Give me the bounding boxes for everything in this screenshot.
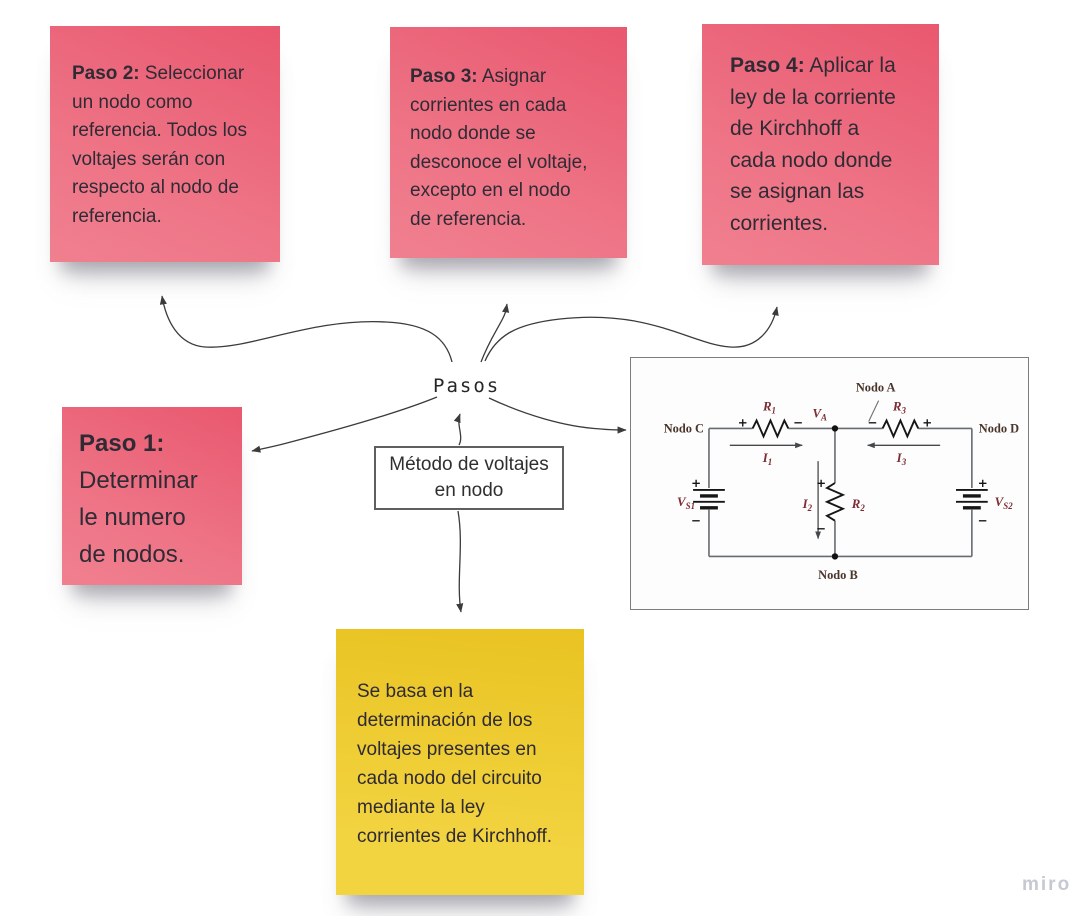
connector-methodbox-to-pasos[interactable]: [453, 413, 462, 446]
label-r2: R2: [851, 497, 866, 513]
method-box[interactable]: Método de voltajes en nodo: [374, 446, 564, 510]
miro-watermark: miro: [1022, 874, 1072, 895]
sticky-note-paso2-text: Paso 2: Seleccionar un nodo como referen…: [72, 63, 247, 227]
resistor-r3: [881, 418, 920, 439]
battery-vs1: [693, 489, 725, 510]
r1-plus-sign: +: [738, 415, 748, 429]
label-va: VA: [812, 407, 827, 423]
r2-plus-sign: +: [816, 476, 826, 490]
label-vs1: VS1: [677, 495, 695, 511]
r3-plus-sign: +: [922, 415, 932, 429]
sticky-note-paso4[interactable]: Paso 4: Aplicar la ley de la corriente d…: [702, 24, 939, 265]
label-nodo-b: Nodo B: [818, 568, 858, 582]
vs1-plus-sign: +: [691, 476, 701, 490]
sticky-note-paso3[interactable]: Paso 3: Asignar corrientes en cada nodo …: [390, 27, 627, 258]
label-r1: R1: [762, 400, 776, 416]
sticky-note-paso1-text: Paso 1:Determinar le numero de nodos.: [79, 430, 198, 568]
resistor-r2: [824, 482, 846, 522]
sticky-note-paso1[interactable]: Paso 1:Determinar le numero de nodos.: [62, 407, 242, 585]
node-a-pointer-line: [868, 400, 880, 422]
sticky-note-paso4-text: Paso 4: Aplicar la ley de la corriente d…: [730, 54, 896, 235]
vs1-minus-sign: −: [691, 514, 701, 528]
sticky-note-concept-text: Se basa en la determinación de los volta…: [357, 681, 553, 847]
sticky-note-paso3-text: Paso 3: Asignar corrientes en cada nodo …: [410, 66, 588, 230]
label-nodo-a: Nodo A: [856, 381, 896, 395]
label-nodo-c: Nodo C: [664, 421, 704, 435]
label-vs2: VS2: [995, 495, 1014, 511]
label-i3: I3: [896, 451, 907, 467]
r3-minus-sign: −: [868, 415, 878, 429]
sticky-note-concept[interactable]: Se basa en la determinación de los volta…: [336, 629, 584, 895]
node-a-dot: [831, 425, 839, 432]
vs2-plus-sign: +: [978, 476, 988, 490]
connector-methodbox-to-concept-note[interactable]: [456, 510, 464, 613]
sticky-note-paso2[interactable]: Paso 2: Seleccionar un nodo como referen…: [50, 26, 280, 262]
connector-pasos-to-circuit-image[interactable]: [488, 397, 627, 434]
battery-vs2: [955, 489, 988, 510]
connector-pasos-to-paso3[interactable]: [480, 303, 510, 363]
connector-pasos-to-paso4[interactable]: [484, 306, 779, 362]
label-i1: I1: [762, 451, 772, 467]
resistor-r1: [751, 418, 790, 439]
label-r3: R3: [892, 400, 907, 416]
node-b-dot: [831, 553, 839, 560]
label-nodo-d: Nodo D: [979, 421, 1019, 435]
r2-minus-sign: −: [816, 522, 826, 536]
r1-minus-sign: −: [793, 415, 803, 429]
circuit-image[interactable]: Nodo C Nodo D Nodo A Nodo B R1 R3 VA I1 …: [630, 357, 1029, 610]
connector-pasos-to-paso1[interactable]: [251, 396, 438, 453]
method-box-label: Método de voltajes en nodo: [389, 454, 549, 501]
connector-pasos-to-paso2[interactable]: [159, 295, 453, 363]
circuit-drawing: Nodo C Nodo D Nodo A Nodo B R1 R3 VA I1 …: [664, 381, 1019, 583]
label-i2: I2: [802, 497, 813, 513]
pasos-text-node[interactable]: Pasos: [433, 375, 501, 397]
vs2-minus-sign: −: [978, 514, 988, 528]
